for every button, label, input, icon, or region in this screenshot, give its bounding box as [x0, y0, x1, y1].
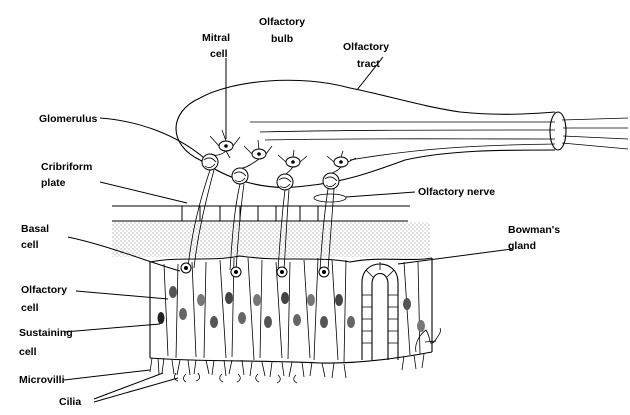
label-sustaining-cell-2: cell [19, 346, 37, 358]
label-olfactory-nerve: Olfactory nerve [418, 186, 495, 198]
label-olfactory-bulb-1: Olfactory [259, 16, 305, 28]
label-sustaining-cell-1: Sustaining [19, 327, 73, 339]
bowmans-gland [362, 262, 398, 360]
olfactory-tract-fibers [250, 112, 628, 160]
lamina-propria [112, 222, 430, 257]
receptor-cells [181, 263, 329, 277]
label-basal-cell-2: cell [21, 239, 39, 251]
olfactory-bulb-shape [176, 80, 555, 187]
olfactory-epithelium [150, 256, 432, 363]
label-olfactory-cell-1: Olfactory [21, 284, 67, 296]
label-olfactory-tract-1: Olfactory [343, 41, 389, 53]
cribriform-plate [112, 206, 410, 221]
label-bowmans-gland-1: Bowman's [508, 224, 560, 236]
label-olfactory-cell-2: cell [21, 302, 39, 314]
label-microvilli: Microvilli [19, 374, 65, 386]
label-glomerulus: Glomerulus [39, 113, 98, 125]
cilia-and-microvilli [150, 354, 424, 383]
label-olfactory-tract-2: tract [357, 58, 380, 70]
label-mitral-cell-2: cell [210, 48, 228, 60]
label-cribriform-plate-2: plate [41, 177, 66, 189]
supporting-cell-nuclei [158, 286, 426, 332]
label-cribriform-plate-1: Cribriform [41, 161, 92, 173]
mitral-dendrites [211, 151, 341, 174]
label-cilia: Cilia [59, 396, 81, 408]
label-mitral-cell-1: Mitral [202, 32, 230, 44]
label-olfactory-bulb-2: bulb [271, 33, 293, 45]
label-basal-cell-1: Basal [21, 223, 49, 235]
mitral-cells [210, 130, 356, 167]
label-bowmans-gland-2: gland [508, 240, 536, 252]
